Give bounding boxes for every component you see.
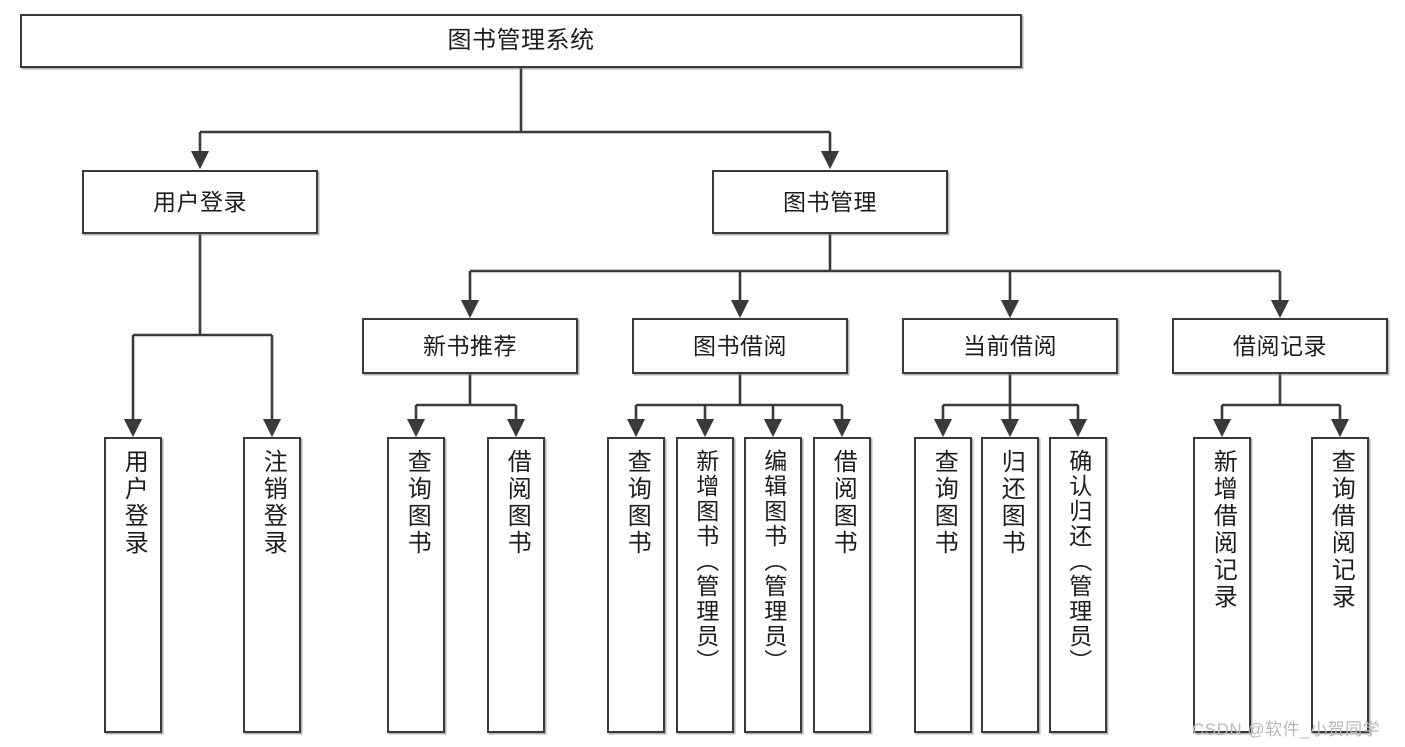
node-label: 编辑图书（管理员）: [760, 449, 787, 674]
node-label: 查询借阅记录: [1327, 449, 1355, 611]
node-label: 注销登录: [259, 449, 287, 557]
leaf-confirm-return-admin[interactable]: 确认归还（管理员）: [1049, 437, 1107, 733]
node-book-borrow[interactable]: 图书借阅: [632, 318, 848, 374]
node-label: 确认归还（管理员）: [1065, 449, 1092, 674]
node-label: 用户登录: [153, 188, 247, 215]
leaf-add-book-admin[interactable]: 新增图书（管理员）: [676, 437, 734, 733]
node-label: 查询图书: [623, 449, 651, 557]
leaf-borrow-book-new-rec[interactable]: 借阅图书: [487, 437, 545, 733]
node-label: 当前借阅: [963, 332, 1057, 359]
node-label: 查询图书: [403, 449, 431, 557]
node-current-borrow[interactable]: 当前借阅: [902, 318, 1118, 374]
node-label: 查询图书: [930, 449, 958, 557]
leaf-logout[interactable]: 注销登录: [243, 437, 301, 733]
node-label: 新书推荐: [423, 332, 517, 359]
node-label: 归还图书: [997, 449, 1025, 557]
node-user-login[interactable]: 用户登录: [82, 170, 318, 234]
node-borrow-record[interactable]: 借阅记录: [1172, 318, 1388, 374]
node-label: 图书借阅: [693, 332, 787, 359]
leaf-query-book-new-rec[interactable]: 查询图书: [387, 437, 445, 733]
leaf-query-borrow-record[interactable]: 查询借阅记录: [1311, 437, 1369, 733]
node-book-management[interactable]: 图书管理: [712, 170, 948, 234]
node-label: 借阅图书: [503, 449, 531, 557]
leaf-user-login[interactable]: 用户登录: [104, 437, 162, 733]
node-label: 借阅记录: [1233, 332, 1327, 359]
node-root-book-management-system[interactable]: 图书管理系统: [20, 14, 1022, 68]
node-label: 图书管理: [783, 188, 877, 215]
node-new-book-recommendation[interactable]: 新书推荐: [362, 318, 578, 374]
node-label: 用户登录: [120, 449, 148, 557]
node-label: 借阅图书: [829, 449, 857, 557]
leaf-query-book-current[interactable]: 查询图书: [914, 437, 972, 733]
node-label: 新增借阅记录: [1209, 449, 1237, 611]
leaf-query-book-borrow[interactable]: 查询图书: [607, 437, 665, 733]
leaf-add-borrow-record[interactable]: 新增借阅记录: [1193, 437, 1251, 733]
node-label: 新增图书（管理员）: [692, 449, 719, 674]
leaf-edit-book-admin[interactable]: 编辑图书（管理员）: [744, 437, 802, 733]
leaf-return-book[interactable]: 归还图书: [981, 437, 1039, 733]
leaf-borrow-book-borrow[interactable]: 借阅图书: [813, 437, 871, 733]
node-label: 图书管理系统: [447, 27, 595, 55]
csdn-watermark: CSDN @软件_小贺同学: [1192, 720, 1381, 739]
